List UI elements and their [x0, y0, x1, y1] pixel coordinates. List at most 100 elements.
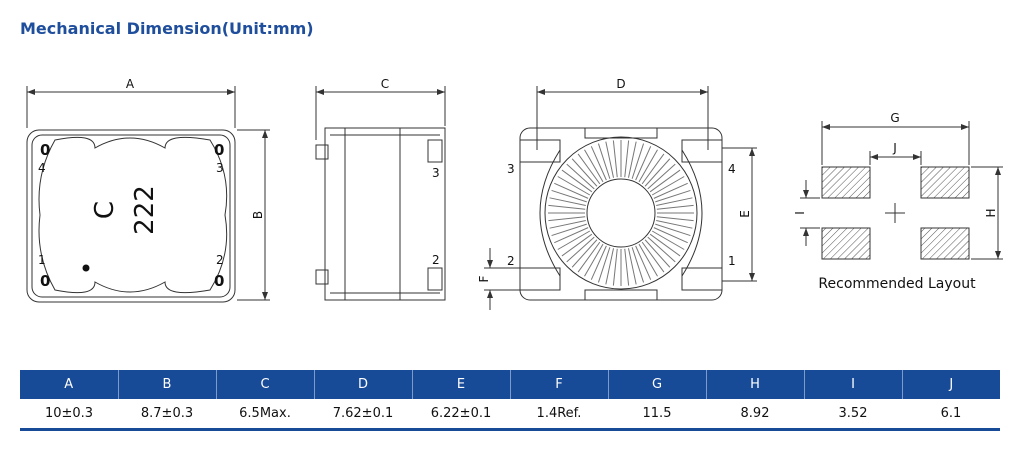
coil-winding [612, 248, 618, 286]
coil-winding [651, 230, 685, 250]
coil-winding [590, 245, 607, 280]
svg-text:0: 0 [214, 141, 224, 159]
value-h: 8.92 [740, 406, 770, 421]
svg-text:0: 0 [214, 272, 224, 290]
front-view: D E F 3 4 2 1 [477, 77, 757, 310]
coil-winding [641, 241, 665, 273]
coil-winding [638, 149, 658, 183]
column-header-d: D [314, 370, 413, 399]
mechanical-drawing: A B C 222 0 0 0 0 4 3 1 2 C 3 2 [26, 77, 1003, 310]
coil-winding [649, 233, 681, 257]
coil-winding [571, 158, 598, 187]
coil-winding [554, 182, 589, 199]
front-pin-label-1: 1 [728, 254, 736, 268]
svg-text:0: 0 [40, 141, 50, 159]
coil-winding [644, 158, 671, 187]
pin1-dot [82, 264, 90, 272]
column-header-i: I [804, 370, 903, 399]
column-header-g: G [608, 370, 707, 399]
coil-winding [635, 146, 652, 181]
dim-label-b: B [251, 211, 265, 219]
column-header-b: B [118, 370, 217, 399]
toroid-coil [548, 140, 694, 286]
coil-winding [647, 163, 676, 190]
pin-label-1: 1 [38, 253, 46, 267]
dim-label-e: E [738, 210, 752, 218]
column-header-c: C [216, 370, 315, 399]
coil-winding [653, 182, 688, 199]
table-row: 10±0.3 8.7±0.3 6.5Max. 7.62±0.1 6.22±0.1 1.4R… [20, 399, 1000, 430]
marking-line2: 222 [130, 185, 160, 235]
front-pin-label-2: 2 [507, 254, 515, 268]
dim-label-f: F [477, 275, 491, 282]
coil-winding [641, 153, 665, 185]
dim-label-h: H [984, 208, 998, 217]
dim-label-d: D [616, 77, 625, 91]
value-g: 11.5 [642, 406, 672, 421]
coil-winding [551, 189, 587, 203]
dim-label-a: A [126, 77, 135, 91]
front-pin-label-3: 3 [507, 162, 515, 176]
coil-winding [631, 143, 645, 179]
coil-winding [624, 140, 630, 178]
dim-label-g: G [890, 111, 899, 125]
column-header-f: F [510, 370, 609, 399]
coil-winding [549, 197, 586, 207]
coil-winding [557, 176, 591, 196]
column-header-e: E [412, 370, 511, 399]
svg-text:0: 0 [40, 272, 50, 290]
coil-winding [647, 236, 676, 263]
coil-winding [627, 248, 637, 285]
coil-winding [549, 219, 586, 229]
coil-winding [651, 176, 685, 196]
coil-winding [548, 204, 586, 210]
coil-winding [631, 247, 645, 283]
coil-winding [577, 153, 601, 185]
coil-winding [624, 248, 630, 286]
coil-winding [590, 146, 607, 181]
coil-winding [561, 169, 593, 193]
coil-winding [627, 141, 637, 178]
marking-line1: C [90, 201, 120, 219]
coil-winding [571, 239, 598, 268]
front-pin-label-4: 4 [728, 162, 736, 176]
coil-winding [638, 243, 658, 277]
pin-label-3: 3 [216, 161, 224, 175]
side-pin-label-2: 2 [432, 253, 440, 267]
column-header-h: H [706, 370, 805, 399]
dim-label-j: J [892, 141, 897, 155]
coil-winding [566, 236, 595, 263]
dim-label-c: C [381, 77, 389, 91]
column-header-j: J [902, 370, 1000, 399]
value-e: 6.22±0.1 [430, 406, 492, 421]
value-b: 8.7±0.3 [140, 406, 194, 421]
coil-winding [554, 227, 589, 244]
coil-winding [584, 243, 604, 277]
coil-winding [605, 248, 615, 285]
coil-winding [656, 204, 694, 210]
coil-winding [597, 247, 611, 283]
coil-winding [557, 230, 591, 250]
page-title: Mechanical Dimension(Unit:mm) [20, 19, 314, 38]
value-c: 6.5Max. [239, 406, 291, 421]
layout-caption: Recommended Layout [818, 276, 976, 292]
value-i: 3.52 [838, 406, 868, 421]
coil-winding [605, 141, 615, 178]
value-a: 10±0.3 [44, 406, 94, 421]
side-pin-label-3: 3 [432, 166, 440, 180]
coil-winding [548, 216, 586, 222]
coil-winding [656, 197, 693, 207]
pin-label-4: 4 [38, 161, 46, 175]
coil-winding [577, 241, 601, 273]
coil-winding [649, 169, 681, 193]
value-d: 7.62±0.1 [332, 406, 394, 421]
coil-winding [655, 189, 691, 203]
coil-winding [656, 216, 694, 222]
value-f: 1.4Ref. [536, 406, 582, 421]
value-j: 6.1 [940, 406, 962, 421]
coil-winding [653, 227, 688, 244]
recommended-layout: G J H I Recommended Layout [793, 111, 1003, 292]
coil-winding [655, 223, 691, 237]
